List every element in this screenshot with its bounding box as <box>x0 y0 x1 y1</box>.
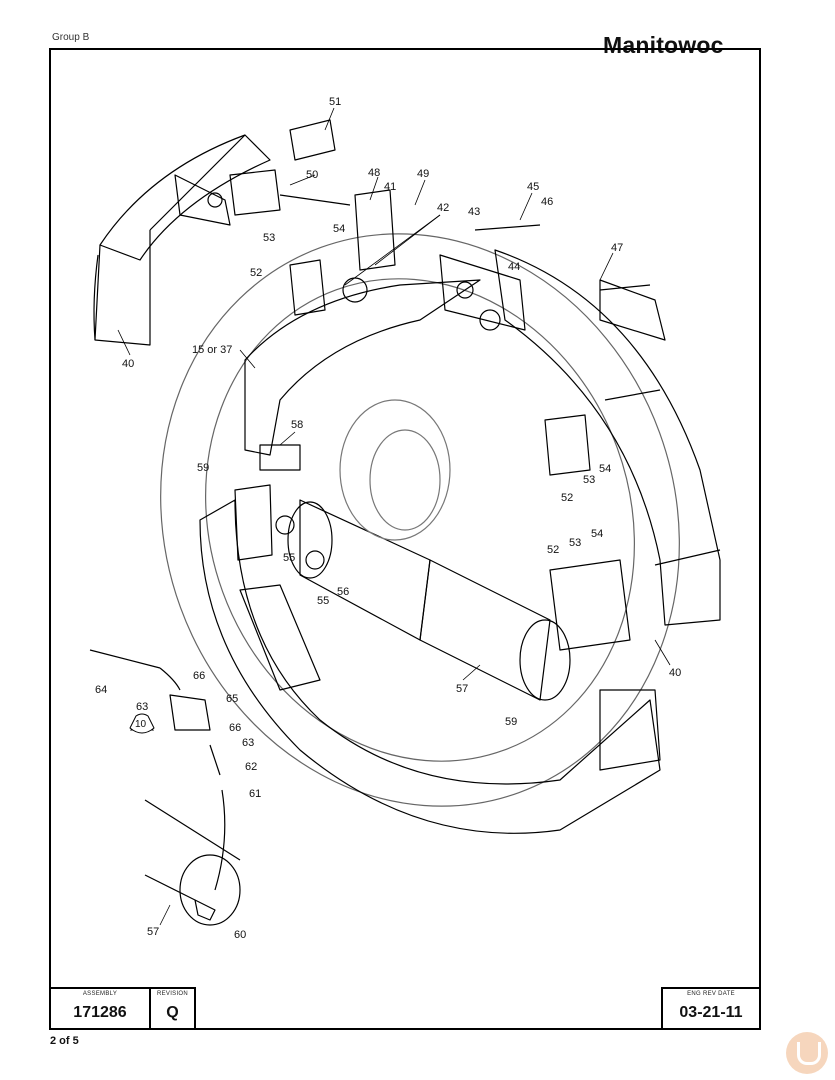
revision-caption: REVISION <box>156 991 189 997</box>
callout-48: 48 <box>368 167 380 179</box>
callout-58: 58 <box>291 419 303 431</box>
center-drum <box>339 399 451 541</box>
callout-43: 43 <box>468 206 480 218</box>
brake-shoe-lower <box>199 499 661 834</box>
callout-41: 41 <box>384 181 396 193</box>
callout-47: 47 <box>611 242 623 254</box>
callout-61: 61 <box>249 788 261 800</box>
brake-shoe-upper-left <box>93 134 271 346</box>
callout-53: 53 <box>263 232 275 244</box>
callout-60: 60 <box>234 929 246 941</box>
hose-assembly <box>89 649 241 926</box>
callout-55-lower: 55 <box>317 595 329 607</box>
callout-40-right: 40 <box>669 667 681 679</box>
callout-62: 62 <box>245 761 257 773</box>
drawing-frame <box>49 48 761 1030</box>
callout-52-right: 52 <box>561 492 573 504</box>
title-block-assembly: ASSEMBLY 171286 <box>49 987 151 1030</box>
callout-40-left: 40 <box>122 358 134 370</box>
callout-59-upper: 59 <box>197 462 209 474</box>
callout-15-or-37: 15 or 37 <box>192 344 232 356</box>
adjuster-hardware <box>229 119 651 331</box>
assembly-caption: ASSEMBLY <box>82 991 118 997</box>
callout-55-upper: 55 <box>283 552 295 564</box>
brake-arm <box>244 279 481 471</box>
callout-46: 46 <box>541 196 553 208</box>
callout-42: 42 <box>437 202 449 214</box>
title-block-date: ENG REV DATE 03-21-11 <box>661 987 761 1030</box>
callout-64: 64 <box>95 684 107 696</box>
callout-45: 45 <box>527 181 539 193</box>
brake-ring <box>160 233 680 807</box>
brake-shoe-right <box>494 249 721 626</box>
callout-66-upper: 66 <box>193 670 205 682</box>
leader-lines <box>117 107 671 926</box>
callout-54-lower: 54 <box>591 528 603 540</box>
callout-65: 65 <box>226 693 238 705</box>
callout-52-lower: 52 <box>547 544 559 556</box>
callout-59-lower: 59 <box>505 716 517 728</box>
callout-63-upper: 63 <box>136 701 148 713</box>
callout-50: 50 <box>306 169 318 181</box>
callout-57-lower: 57 <box>147 926 159 938</box>
callout-53-right: 53 <box>583 474 595 486</box>
brake-cylinder <box>287 499 571 701</box>
eng-rev-date: 03-21-11 <box>679 1004 743 1021</box>
revision-value: Q <box>166 1004 179 1021</box>
page-number: 2 of 5 <box>50 1035 79 1047</box>
callout-66-lower: 66 <box>229 722 241 734</box>
callout-51: 51 <box>329 96 341 108</box>
date-caption: ENG REV DATE <box>687 991 735 997</box>
callout-54-right: 54 <box>599 463 611 475</box>
callout-44: 44 <box>508 261 520 273</box>
group-label: Group B <box>52 32 90 43</box>
brackets <box>234 414 631 651</box>
title-block-revision: REVISION Q <box>149 987 196 1030</box>
brand-logo-text: Manitowoc <box>603 32 724 58</box>
callout-57: 57 <box>456 683 468 695</box>
watermark-logo-icon <box>786 1032 828 1074</box>
callout-54: 54 <box>333 223 345 235</box>
callout-63-lower: 63 <box>242 737 254 749</box>
torque-value: 10 <box>135 719 147 730</box>
callout-52: 52 <box>250 267 262 279</box>
assembly-number: 171286 <box>73 1004 127 1021</box>
callout-53-lower: 53 <box>569 537 581 549</box>
torque-symbol: 10 <box>129 713 155 734</box>
callout-56: 56 <box>337 586 349 598</box>
callout-49: 49 <box>417 168 429 180</box>
